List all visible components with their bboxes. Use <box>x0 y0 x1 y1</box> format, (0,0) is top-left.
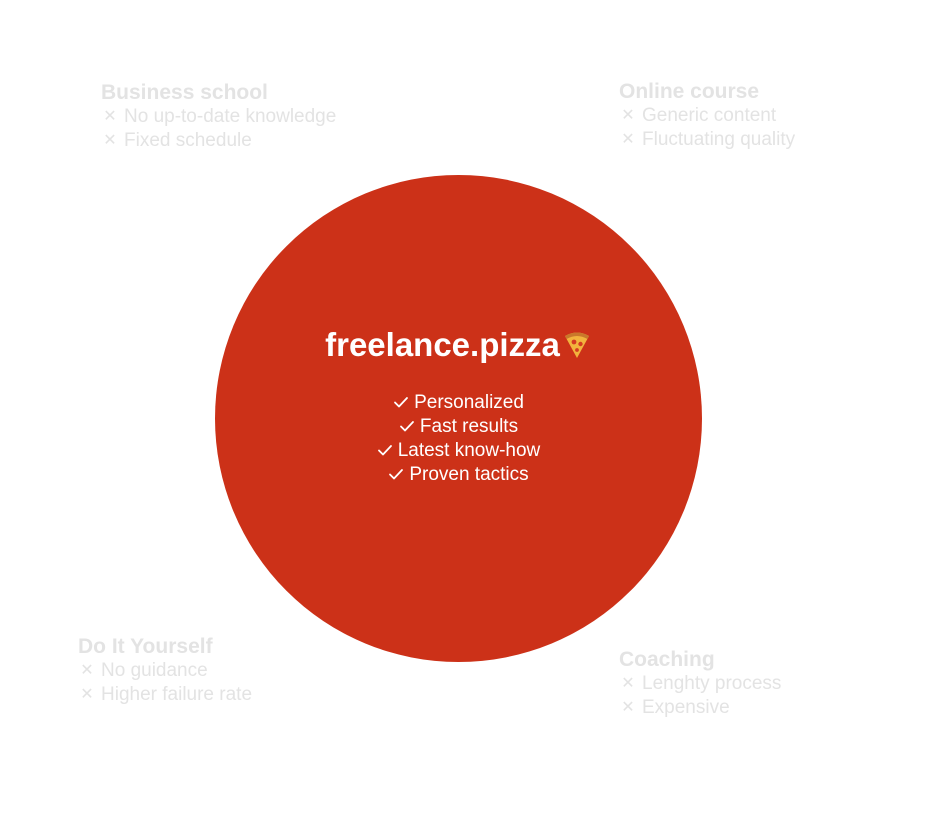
drawback-label: No up-to-date knowledge <box>124 106 337 127</box>
drawback-item: ✕ Fluctuating quality <box>619 128 795 152</box>
benefit-item: Personalized <box>215 391 702 415</box>
benefit-item: Fast results <box>215 415 702 439</box>
drawback-label: No guidance <box>101 660 208 681</box>
checkmark-icon <box>394 397 408 408</box>
x-mark-icon: ✕ <box>80 662 94 679</box>
drawback-item: ✕ Lenghty process <box>619 672 781 696</box>
brand-name: freelance.pizza <box>325 326 560 363</box>
drawback-list: ✕ No up-to-date knowledge ✕ Fixed schedu… <box>101 105 336 153</box>
brand-title: freelance.pizza <box>215 325 702 365</box>
checkmark-icon <box>377 445 392 456</box>
drawback-label: Fixed schedule <box>124 130 252 151</box>
pizza-slice-icon <box>564 332 589 358</box>
drawback-item: ✕ Fixed schedule <box>101 129 336 153</box>
x-mark-icon: ✕ <box>103 132 117 149</box>
drawback-item: ✕ No up-to-date knowledge <box>101 105 336 129</box>
alternative-title: Coaching <box>619 648 715 671</box>
drawback-list: ✕ Lenghty process ✕ Expensive <box>619 672 781 720</box>
benefit-item: Proven tactics <box>215 463 702 487</box>
benefit-label: Proven tactics <box>409 464 529 485</box>
alternative-title: Do It Yourself <box>78 635 213 658</box>
drawback-label: Fluctuating quality <box>642 129 796 150</box>
drawback-label: Generic content <box>642 105 777 126</box>
alternative-coaching: Coaching ✕ Lenghty process ✕ Expensive <box>619 647 781 720</box>
freelance-pizza-circle: freelance.pizza Personalized Fast result… <box>215 175 702 662</box>
drawback-label: Higher failure rate <box>101 684 253 705</box>
alternative-business-school: Business school ✕ No up-to-date knowledg… <box>101 80 336 153</box>
drawback-label: Lenghty process <box>642 673 782 694</box>
drawback-item: ✕ No guidance <box>78 659 252 683</box>
x-mark-icon: ✕ <box>621 675 635 692</box>
checkmark-icon <box>399 421 414 432</box>
x-mark-icon: ✕ <box>103 108 117 125</box>
drawback-label: Expensive <box>642 697 730 718</box>
drawback-item: ✕ Expensive <box>619 696 781 720</box>
drawback-list: ✕ No guidance ✕ Higher failure rate <box>78 659 252 707</box>
alternative-online-course: Online course ✕ Generic content ✕ Fluctu… <box>619 79 795 152</box>
x-mark-icon: ✕ <box>621 131 635 148</box>
benefit-item: Latest know-how <box>215 439 702 463</box>
x-mark-icon: ✕ <box>621 107 635 124</box>
benefit-label: Personalized <box>414 392 524 413</box>
benefit-label: Latest know-how <box>397 440 541 461</box>
x-mark-icon: ✕ <box>80 686 94 703</box>
drawback-item: ✕ Generic content <box>619 104 795 128</box>
drawback-list: ✕ Generic content ✕ Fluctuating quality <box>619 104 795 152</box>
x-mark-icon: ✕ <box>621 699 635 716</box>
checkmark-icon <box>389 469 404 480</box>
benefit-list: Personalized Fast results Latest know-ho… <box>215 391 702 487</box>
alternative-title: Business school <box>101 81 268 104</box>
alternative-title: Online course <box>619 80 760 103</box>
drawback-item: ✕ Higher failure rate <box>78 683 252 707</box>
alternative-do-it-yourself: Do It Yourself ✕ No guidance ✕ Higher fa… <box>78 634 252 707</box>
benefit-label: Fast results <box>419 416 519 437</box>
